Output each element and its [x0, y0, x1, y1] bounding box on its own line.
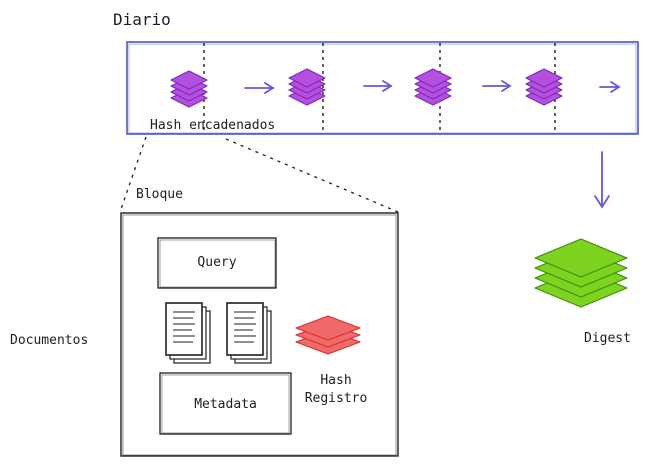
document-icon: [226, 302, 272, 364]
record-hash-label-line1: Hash: [320, 373, 352, 388]
ledger-box: [126, 41, 639, 135]
digest-icon: [534, 238, 628, 308]
record-hash-label-line2: Registro: [304, 391, 368, 406]
arrow-right-icon: [363, 80, 393, 92]
metadata-label: Metadata: [194, 397, 257, 412]
digest-label: Digest: [584, 331, 631, 346]
query-label: Query: [197, 255, 237, 270]
arrow-right-icon: [599, 81, 621, 93]
documents-label: Documentos: [10, 333, 89, 348]
arrow-down-icon: [594, 151, 610, 209]
hash-stack-icon-2: [288, 68, 326, 106]
arrow-right-icon: [482, 80, 512, 92]
query-box: [157, 237, 277, 289]
hash-stack-icon-1: [170, 70, 208, 108]
metadata-box: [159, 372, 292, 435]
chained-hash-label: Hash encadenados: [150, 118, 276, 133]
zoom-lines: [119, 136, 399, 213]
ledger-title: Diario: [113, 10, 171, 29]
hash-stack-icon-3: [414, 68, 452, 106]
arrow-right-icon: [244, 82, 275, 94]
document-icon: [165, 302, 211, 364]
hash-stack-icon-4: [525, 68, 563, 106]
record-hash-icon: [295, 315, 361, 355]
block-box: [120, 212, 399, 457]
chain-arrows: [244, 80, 621, 94]
block-dividers: [203, 43, 556, 134]
block-title: Bloque: [136, 187, 183, 202]
